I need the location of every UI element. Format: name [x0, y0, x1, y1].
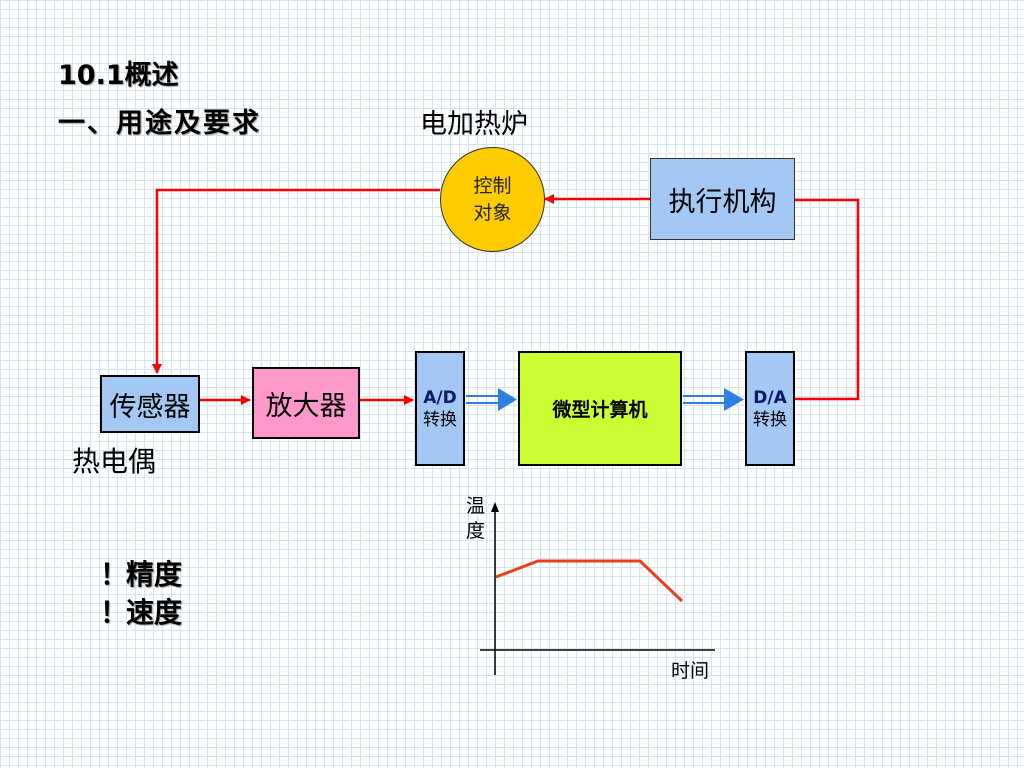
thermocouple-label: 热电偶 [72, 445, 157, 478]
sensor-box: 传感器 [100, 375, 200, 433]
control-object-circle: 控制 对象 [440, 147, 545, 252]
ad-to-computer-arrow [466, 388, 517, 411]
temperature-axis-label: 温度 [466, 495, 486, 542]
time-axis-label: 时间 [671, 660, 710, 682]
actuator-box: 执行机构 [650, 158, 795, 240]
requirement-text: 速度 [126, 596, 183, 629]
da-converter-label: 转换 [753, 409, 787, 430]
ad-converter-label: 转换 [423, 409, 457, 430]
ad-converter-box: A/D 转换 [415, 351, 465, 466]
actuator-label: 执行机构 [668, 186, 777, 218]
amplifier-label: 放大器 [265, 390, 347, 422]
temperature-curve-chart [480, 502, 715, 675]
ad-converter-code: A/D [423, 387, 457, 408]
plant-to-sensor-arrow [152, 188, 440, 374]
temperature-curve [495, 559, 684, 603]
sensor-label: 传感器 [109, 391, 191, 423]
subsection-title: 一、用途及要求 [58, 108, 261, 139]
requirements-list: ！精度 ！速度 [100, 556, 182, 632]
da-converter-box: D/A 转换 [745, 351, 795, 466]
bullet-mark: ！ [100, 596, 129, 629]
section-title: 10.1概述 [58, 60, 179, 91]
microcomputer-label: 微型计算机 [552, 399, 648, 421]
control-object-line2: 对象 [473, 201, 512, 224]
furnace-label: 电加热炉 [420, 109, 528, 140]
da-to-actuator-line [795, 198, 860, 401]
amplifier-box: 放大器 [252, 367, 360, 439]
microcomputer-box: 微型计算机 [518, 351, 682, 466]
requirement-item: ！精度 [100, 556, 182, 594]
control-object-line1: 控制 [473, 174, 512, 197]
requirement-text: 精度 [126, 558, 183, 591]
da-converter-code: D/A [753, 387, 787, 408]
bullet-mark: ！ [100, 558, 129, 591]
computer-to-da-arrow [683, 388, 744, 411]
chart-y-axis-arrowhead [491, 502, 499, 512]
requirement-item: ！速度 [100, 594, 182, 632]
